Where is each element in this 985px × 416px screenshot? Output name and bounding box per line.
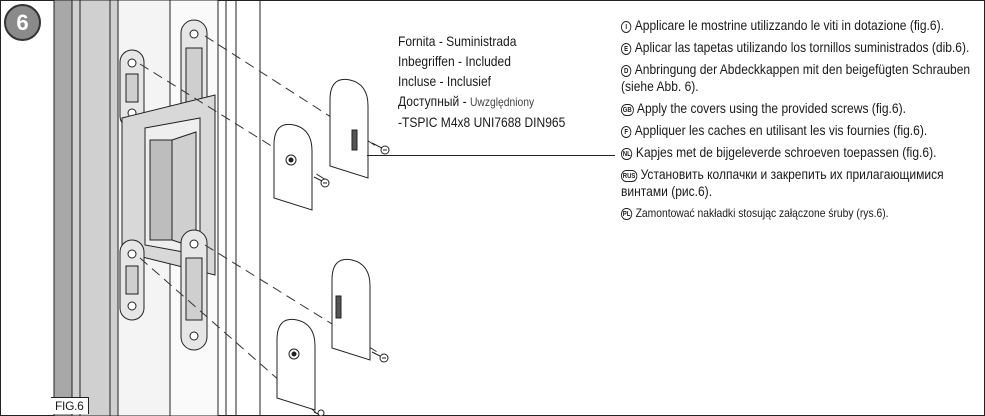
instruction-text: Kapjes met de bijgeleverde schroeven toe… — [635, 144, 937, 160]
supply-line-1: Fornita - Suministrada — [398, 33, 517, 49]
upper-hinge-plate-left — [119, 49, 145, 129]
screw-lower-left — [313, 409, 325, 416]
step-number-badge: 6 — [4, 4, 41, 41]
language-code-badge: I — [621, 21, 632, 33]
supply-ru-label: Доступный — [398, 93, 460, 109]
lower-hinge-plate-left — [119, 239, 145, 321]
leader-line — [367, 155, 615, 156]
screw-upper-right — [371, 142, 390, 155]
language-code-badge: GB — [621, 104, 634, 116]
supply-separator: - — [459, 93, 470, 109]
cover-cap-upper-left — [273, 123, 313, 211]
language-code-badge: RUS — [621, 170, 638, 182]
language-code-badge: F — [621, 126, 632, 138]
instruction-text: Aplicar las tapetas utilizando los torni… — [634, 39, 970, 55]
cover-cap-lower-right — [331, 258, 371, 361]
supply-line-2: Inbegriffen - Included — [398, 53, 511, 69]
cover-cap-upper-right — [329, 78, 369, 179]
screw-lower-right — [371, 351, 389, 363]
supply-line-4: Доступный - Uwzględniony — [398, 91, 565, 112]
hinge-cover-illustration — [53, 0, 390, 416]
supply-line-3: Incluse - Inclusief — [398, 73, 492, 89]
figure-label: FIG.6 — [51, 397, 89, 414]
screw-upper-left — [313, 176, 330, 188]
language-code-badge: D — [621, 65, 632, 77]
instruction-text: Установить колпачки и закрепить их прила… — [621, 166, 944, 199]
language-code-badge: NL — [621, 148, 633, 160]
supplied-parts-note: Fornita - Suministrada Inbegriffen - Inc… — [398, 31, 565, 132]
instruction-text: Applicare le mostrine utilizzando le vit… — [634, 17, 944, 33]
instruction-text: Zamontować nakładki stosując załączone ś… — [635, 206, 889, 220]
language-code-badge: PL — [621, 208, 633, 220]
language-code-badge: E — [621, 43, 632, 55]
lower-hinge-plate-right — [180, 229, 208, 351]
instruction-text: Anbringung der Abdeckkappen mit den beig… — [621, 61, 971, 94]
supply-pl-label: Uwzględniony — [469, 95, 535, 109]
instruction-text: Appliquer les caches en utilisant les vi… — [634, 122, 928, 138]
cover-cap-lower-left — [276, 318, 316, 411]
screw-spec: -TSPIC M4x8 UNI7688 DIN965 — [398, 114, 566, 130]
instruction-text: Apply the covers using the provided scre… — [636, 100, 906, 116]
